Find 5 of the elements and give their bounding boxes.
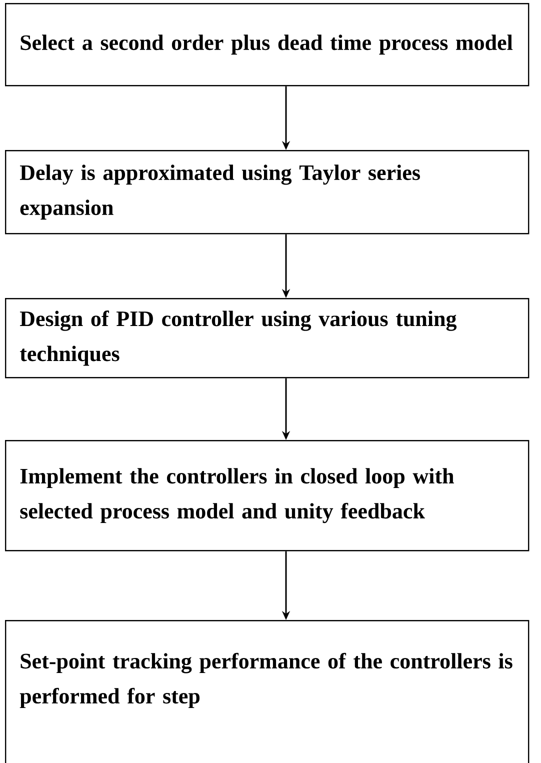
process-box: Select a second order plus dead time process model [5, 3, 530, 86]
process-box: Implement the controllers in closed loop with selected process model and unity feedback [5, 440, 530, 552]
process-box: Delay is approximated using Taylor series expansion [5, 150, 530, 234]
process-box: Design of PID controller using various tuning techniques [5, 298, 530, 378]
process-box: Set-point tracking performance of the controllers is performed for step [5, 620, 530, 763]
